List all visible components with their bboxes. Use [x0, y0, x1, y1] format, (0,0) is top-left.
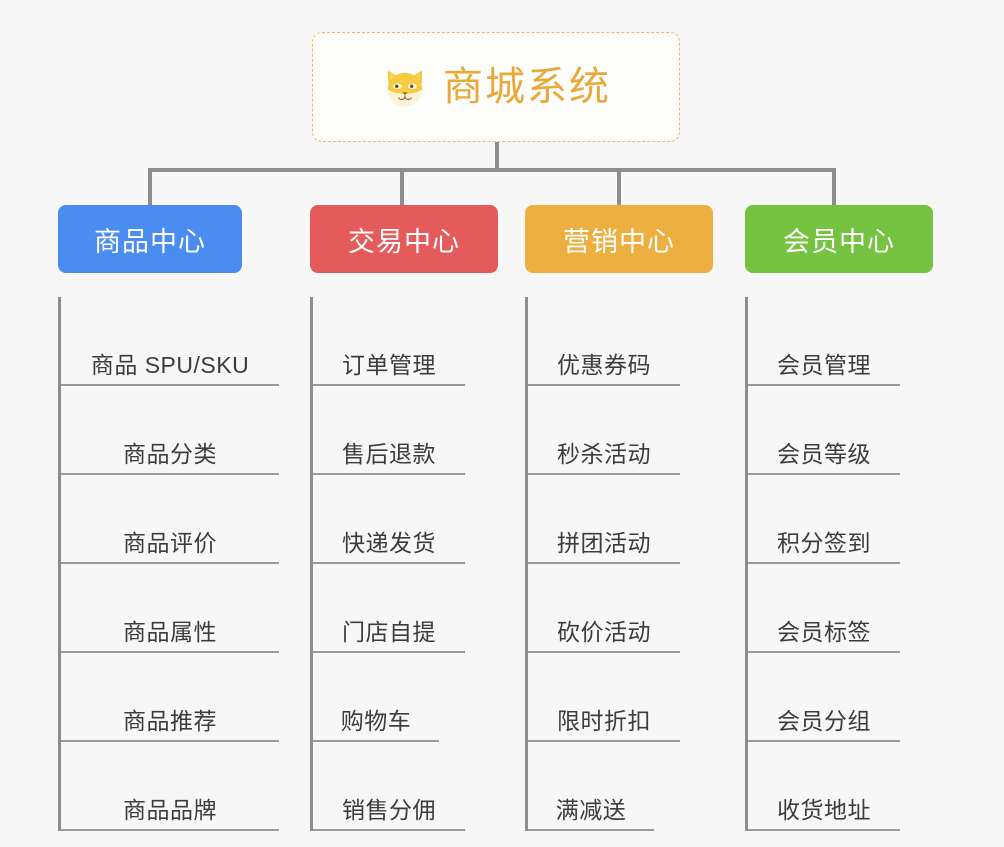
list-item[interactable]: 商品品牌	[61, 742, 279, 831]
branch-header-product-center[interactable]: 商品中心	[58, 205, 242, 273]
connector-drop-4	[832, 168, 836, 208]
branch-header-marketing-center[interactable]: 营销中心	[525, 205, 713, 273]
branch-header-trade-center[interactable]: 交易中心	[310, 205, 498, 273]
branch-header-member-center[interactable]: 会员中心	[745, 205, 933, 273]
list-item[interactable]: 快递发货	[313, 475, 465, 564]
leaf-list-trade-center: 订单管理 售后退款 快递发货 门店自提 购物车 销售分佣	[310, 297, 534, 831]
connector-drop-2	[400, 168, 404, 208]
connector-horizontal-bus	[148, 168, 836, 172]
root-node[interactable]: 商城系统	[312, 32, 680, 142]
leaf-list-member-center: 会员管理 会员等级 积分签到 会员标签 会员分组 收货地址	[745, 297, 971, 831]
list-item[interactable]: 秒杀活动	[528, 386, 680, 475]
list-item[interactable]: 购物车	[313, 653, 439, 742]
branch-product-center: 商品中心 商品 SPU/SKU 商品分类 商品评价 商品属性 商品推荐 商品品牌	[58, 205, 290, 847]
list-item[interactable]: 收货地址	[748, 742, 900, 831]
list-item[interactable]: 售后退款	[313, 386, 465, 475]
branch-marketing-center: 营销中心 优惠券码 秒杀活动 拼团活动 砍价活动 限时折扣 满减送	[525, 205, 751, 847]
list-item[interactable]: 砍价活动	[528, 564, 680, 653]
list-item[interactable]: 优惠券码	[528, 297, 680, 386]
connector-drop-1	[148, 168, 152, 208]
list-item[interactable]: 会员分组	[748, 653, 900, 742]
list-item[interactable]: 商品 SPU/SKU	[61, 297, 279, 386]
list-item[interactable]: 订单管理	[313, 297, 465, 386]
list-item[interactable]: 满减送	[528, 742, 654, 831]
leaf-list-marketing-center: 优惠券码 秒杀活动 拼团活动 砍价活动 限时折扣 满减送	[525, 297, 751, 831]
shiba-dog-face-icon	[387, 70, 423, 107]
branch-member-center: 会员中心 会员管理 会员等级 积分签到 会员标签 会员分组 收货地址	[745, 205, 971, 847]
list-item[interactable]: 会员管理	[748, 297, 900, 386]
list-item[interactable]: 销售分佣	[313, 742, 465, 831]
list-item[interactable]: 商品分类	[61, 386, 279, 475]
list-item[interactable]: 积分签到	[748, 475, 900, 564]
list-item[interactable]: 会员标签	[748, 564, 900, 653]
list-item[interactable]: 限时折扣	[528, 653, 680, 742]
list-item[interactable]: 拼团活动	[528, 475, 680, 564]
list-item[interactable]: 门店自提	[313, 564, 465, 653]
connector-drop-3	[617, 168, 621, 208]
list-item[interactable]: 会员等级	[748, 386, 900, 475]
page-title: 商城系统	[443, 65, 611, 109]
list-item[interactable]: 商品评价	[61, 475, 279, 564]
branch-trade-center: 交易中心 订单管理 售后退款 快递发货 门店自提 购物车 销售分佣	[310, 205, 534, 847]
leaf-list-product-center: 商品 SPU/SKU 商品分类 商品评价 商品属性 商品推荐 商品品牌	[58, 297, 290, 831]
connector-root-stem	[495, 142, 499, 172]
list-item[interactable]: 商品推荐	[61, 653, 279, 742]
list-item[interactable]: 商品属性	[61, 564, 279, 653]
